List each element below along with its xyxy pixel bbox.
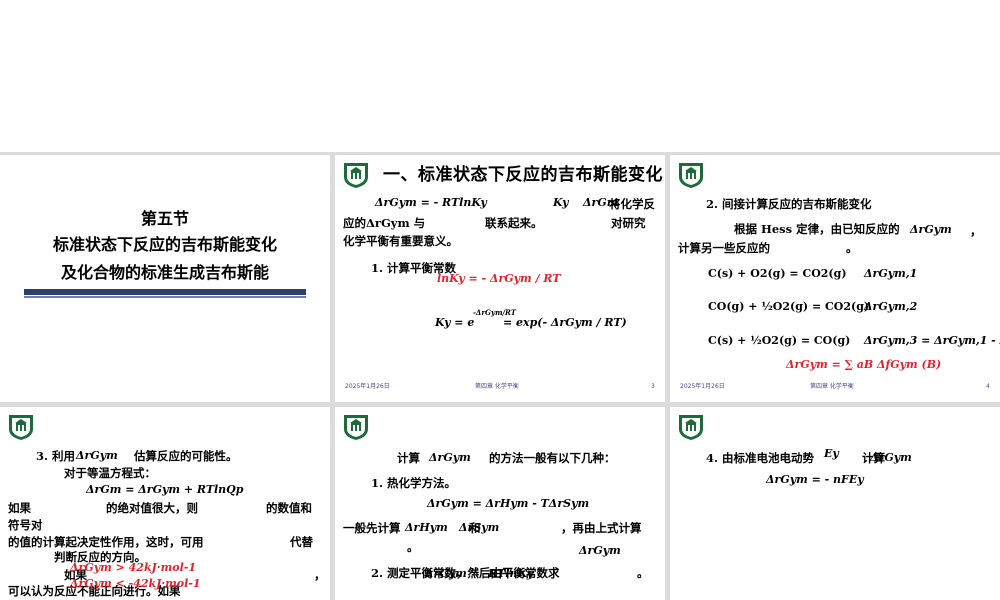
item-2: 2. 测定平衡常数，然后由平衡常数求 (371, 566, 560, 580)
equation-ln-k: lnKy = - ΔrGym / RT (437, 272, 561, 285)
slide-thumbnail-1[interactable]: 第五节 标准状态下反应的吉布斯能变化 及化合物的标准生成吉布斯能 (0, 155, 330, 402)
text-a: 将化学反 (609, 197, 655, 211)
text-l1c: 和 (469, 521, 481, 535)
item-1: 1. 热化学方法。 (371, 476, 457, 490)
footer-page: 4 (986, 383, 990, 390)
reaction-2: CO(g) + ½O2(g) = CO2(g) (708, 300, 870, 313)
footer-date: 2025年1月26日 (680, 383, 725, 390)
text-l1e: ，再由上式计算 (561, 521, 642, 535)
symbol-dgm: ΔrGm (583, 196, 619, 209)
heading-a: 计算 (397, 451, 420, 465)
cover-divider (24, 289, 306, 295)
university-logo-icon (9, 415, 33, 440)
symbol-dhm: ΔrHym (405, 521, 448, 534)
text-line-7b: ， (314, 568, 326, 582)
condition-positive: ΔrGym > 42kJ·mol-1 (70, 561, 196, 574)
text-line-3a: 如果 (8, 501, 31, 515)
equation-nfe: ΔrGym = - nFEy (766, 473, 864, 486)
slide-thumbnail-4[interactable]: 3. 利用 ΔrGym 估算反应的可能性。 对于等温方程式： ΔrGm = Δr… (0, 407, 330, 600)
isotherm-equation: ΔrGm = ΔrGym + RTlnQp (86, 483, 244, 496)
university-logo-icon (344, 415, 368, 440)
text-line-5a: 的值的计算起决定性作用，这时，可用 (8, 535, 204, 549)
reaction-1-gibbs: ΔrGym,1 (864, 267, 918, 280)
symbol-dgm: ΔrGym (870, 451, 912, 464)
equation-gibbs-k: ΔrGym = - RTlnKy (375, 196, 487, 209)
text-line-6: 判断反应的方向。 (54, 550, 146, 564)
item-2: 2. 间接计算反应的吉布斯能变化 (706, 197, 872, 211)
equation-exp-right: = exp(- ΔrGym / RT) (503, 316, 627, 329)
condition-negative: ΔrGym < -42kJ·mol-1 (70, 577, 201, 590)
slide-thumbnail-5[interactable]: 计算 ΔrGym 的方法一般有以下几种： 1. 热化学方法。 ΔrGym = Δ… (335, 407, 665, 600)
footer-date: 2025年1月26日 (345, 383, 390, 390)
equation-exp-left: Ky = e (435, 316, 475, 329)
text-line-8: 可以认为反应不能正向进行。如果 (8, 584, 181, 598)
item-4b: 计算 (862, 451, 885, 465)
text-l1a: 一般先计算 (343, 521, 401, 535)
equation-gibbs-helmholtz: ΔrGym = ΔrHym - TΔrSym (427, 497, 590, 510)
text-line-2: 对于等温方程式： (64, 466, 156, 480)
reaction-1: C(s) + O2(g) = CO2(g) (708, 267, 847, 280)
sum-equation: ΔrGym = ∑ aB ΔfGym (B) (786, 358, 942, 371)
text-e: 化学平衡有重要意义。 (343, 234, 458, 248)
text-d: 对研究 (611, 216, 646, 230)
cover-title-line-1: 标准状态下反应的吉布斯能变化 (52, 235, 277, 254)
reaction-3-gibbs: ΔrGym,3 = ΔrGym,1 - ΔrGym,2 (864, 334, 1000, 347)
equation-exp-power: -ΔrGym/RT (473, 308, 516, 317)
symbol-k: Ky (553, 196, 569, 209)
text-c: ， (970, 224, 982, 238)
item-3-text: 估算反应的可能性。 (134, 449, 238, 463)
text-line-3c: 的数值和 (266, 501, 312, 515)
text-line-3b: 的绝对值很大，则 (106, 501, 198, 515)
slide-thumbnail-3[interactable]: 2. 间接计算反应的吉布斯能变化 根据 Hess 定律，由已知反应的 ΔrGym… (670, 155, 1000, 402)
item-3: 3. 利用 (36, 449, 76, 463)
university-logo-icon (679, 415, 703, 440)
text-d: 计算另一些反应的 (678, 241, 770, 255)
cover-divider-thin (24, 296, 306, 298)
text-line-5b: 代替 (290, 535, 313, 549)
footer-chapter: 第四章 化学平衡 (475, 383, 519, 390)
university-logo-icon (679, 163, 703, 188)
item-3-symbol: ΔrGym (76, 449, 118, 462)
reaction-2-gibbs: ΔrGym,2 (864, 300, 918, 313)
text-b: 应的ΔrGym 与 (343, 216, 426, 230)
heading-b: 的方法一般有以下几种： (489, 451, 616, 465)
text-line-4: 符号对 (8, 518, 43, 532)
text-l2: 。 (407, 540, 419, 554)
slide-thumbnail-6[interactable]: 4. 由标准电池电动势 Ey 计算 ΔrGym ΔrGym = - nFEy (670, 407, 1000, 600)
reaction-3: C(s) + ½O2(g) = CO(g) (708, 334, 851, 347)
symbol-dgm: ΔrGym (910, 223, 952, 236)
footer-page: 3 (651, 383, 655, 390)
item-4: 4. 由标准电池电动势 (706, 451, 815, 465)
slide-thumbnail-2[interactable]: 一、标准状态下反应的吉布斯能变化 ΔrGym = - RTlnKy Ky ΔrG… (335, 155, 665, 402)
text-c: 联系起来。 (485, 216, 543, 230)
symbol-e: Ey (824, 447, 839, 460)
text-e: 。 (846, 241, 858, 255)
text-l3: 。 (637, 566, 649, 580)
symbol-dsm: ΔrSym (459, 521, 500, 534)
item-1: 1. 计算平衡常数 (371, 261, 457, 275)
slide-title: 一、标准状态下反应的吉布斯能变化 (383, 165, 663, 185)
heading-symbol: ΔrGym (429, 451, 471, 464)
cover-chapter: 第五节 (140, 209, 189, 228)
text-line-7a: 如果 (64, 568, 87, 582)
symbol-dgm: ΔrGym (579, 544, 621, 557)
text-a: 根据 Hess 定律，由已知反应的 (734, 222, 900, 236)
cover-title-line-2: 及化合物的标准生成吉布斯能 (60, 263, 269, 282)
footer-chapter: 第四章 化学平衡 (810, 383, 854, 390)
university-logo-icon (344, 163, 368, 188)
equation-rt-ln-k: ΔrGym = -RTlnKy (425, 567, 533, 580)
